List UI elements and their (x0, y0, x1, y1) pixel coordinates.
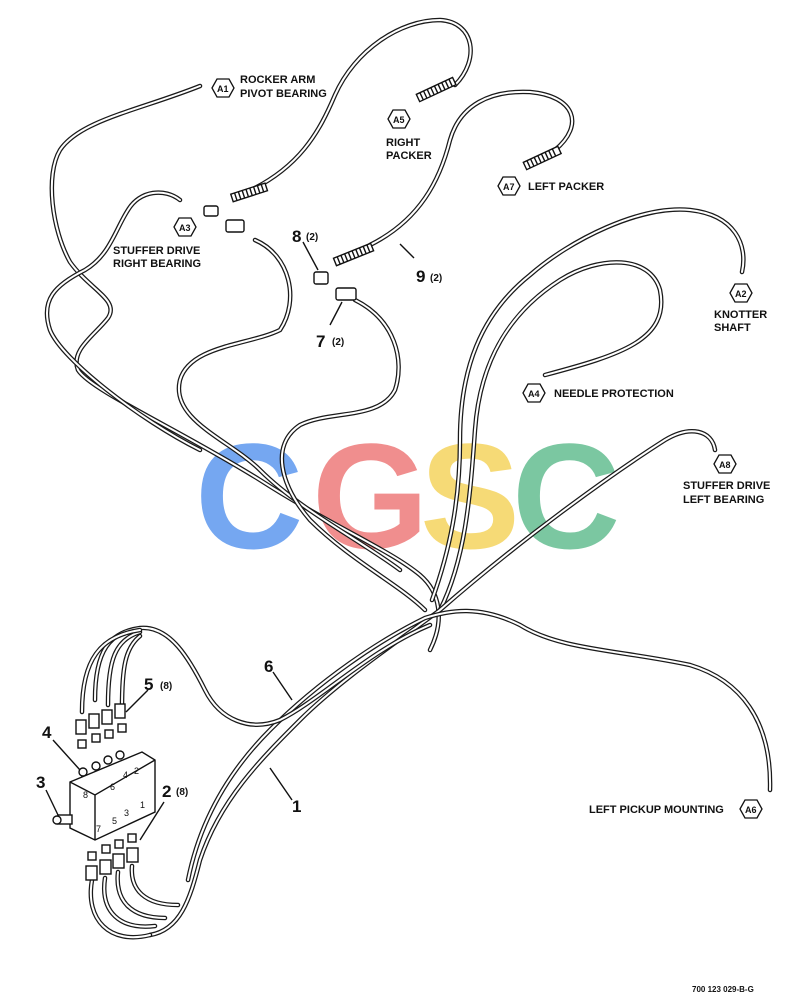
callout-a2: A2 KNOTTER SHAFT (714, 283, 767, 334)
item-3-number: 3 (36, 773, 45, 792)
label-a7: LEFT PACKER (528, 181, 604, 193)
block-port-8: 8 (83, 790, 88, 800)
item-6-number: 6 (264, 657, 273, 676)
block-port-1: 1 (140, 800, 145, 810)
item-9-qty: (2) (430, 273, 442, 284)
block-port-7: 7 (96, 824, 101, 834)
leader-lines (45, 241, 415, 841)
item-4-number: 4 (42, 723, 52, 742)
label-a3-line2: RIGHT BEARING (113, 258, 201, 270)
watermark-letter-c2: C (512, 412, 620, 580)
block-body (69, 751, 156, 841)
spring-a5-lower (229, 182, 269, 203)
spring-fittings (203, 76, 563, 301)
item-1-number: 1 (292, 797, 301, 816)
hex-tag-a4: A4 (528, 389, 540, 399)
block-port-2: 2 (134, 766, 139, 776)
hex-tag-a8: A8 (719, 460, 731, 470)
item-7-qty: (2) (332, 337, 344, 348)
tube-lines (44, 17, 773, 940)
callout-a8: A8 STUFFER DRIVE LEFT BEARING (683, 454, 770, 506)
watermark: C G S C (195, 412, 620, 580)
label-a5-line1: RIGHT (386, 137, 421, 149)
elbow-fitting-item-8 (313, 271, 329, 285)
connector-item-7 (335, 287, 357, 301)
label-a2-line2: SHAFT (714, 322, 751, 334)
item-5-number: 5 (144, 675, 153, 694)
block-port-4: 4 (123, 770, 128, 780)
callout-a1: A1 ROCKER ARM PIVOT BEARING (211, 74, 327, 100)
hex-tag-a2: A2 (735, 289, 747, 299)
hex-tag-a7: A7 (503, 182, 515, 192)
label-a1-line1: ROCKER ARM (240, 74, 315, 86)
label-a5-line2: PACKER (386, 150, 432, 162)
hex-tag-a1: A1 (217, 84, 229, 94)
block-top-fittings (75, 703, 127, 777)
label-a8-line1: STUFFER DRIVE (683, 480, 770, 492)
hex-tag-a6: A6 (745, 805, 757, 815)
callout-a7: A7 LEFT PACKER (497, 176, 604, 196)
item-5-qty: (8) (160, 681, 172, 692)
item-8-number: 8 (292, 227, 301, 246)
label-a3-line1: STUFFER DRIVE (113, 245, 200, 257)
elbow-fitting-upper (203, 205, 245, 233)
tube-a5 (237, 17, 473, 198)
callout-a3: A3 STUFFER DRIVE RIGHT BEARING (113, 217, 201, 270)
block-port-5: 5 (112, 816, 117, 826)
item-2-qty: (8) (176, 787, 188, 798)
label-a4: NEEDLE PROTECTION (554, 388, 674, 400)
watermark-letter-g: G (312, 412, 429, 580)
label-a8-line2: LEFT BEARING (683, 494, 764, 506)
distribution-block: 8 6 4 2 7 5 3 1 (52, 703, 156, 881)
drawing-code: 700 123 029-B-G (692, 985, 754, 994)
callout-a4: A4 NEEDLE PROTECTION (522, 383, 674, 403)
item-numbers: 8 (2) 7 (2) 9 (2) 6 5 (8) 4 3 2 (8) 1 (36, 227, 442, 816)
block-port-6: 6 (110, 782, 115, 792)
block-port-3: 3 (124, 808, 129, 818)
item-7-number: 7 (316, 332, 325, 351)
spring-left-packer (522, 145, 563, 171)
spring-item-9 (332, 242, 375, 267)
label-a6: LEFT PICKUP MOUNTING (589, 804, 724, 816)
item-9-number: 9 (416, 267, 425, 286)
spring-right-packer (415, 76, 457, 103)
grease-zerk-item-3 (52, 814, 73, 825)
callout-a6: A6 LEFT PICKUP MOUNTING (589, 799, 763, 819)
callout-a5: A5 RIGHT PACKER (386, 109, 432, 162)
item-2-number: 2 (162, 782, 171, 801)
hex-tag-a5: A5 (393, 115, 405, 125)
label-a1-line2: PIVOT BEARING (240, 88, 327, 100)
block-bottom-fittings (85, 833, 139, 881)
item-8-qty: (2) (306, 232, 318, 243)
hex-tag-a3: A3 (179, 223, 191, 233)
label-a2-line1: KNOTTER (714, 309, 767, 321)
